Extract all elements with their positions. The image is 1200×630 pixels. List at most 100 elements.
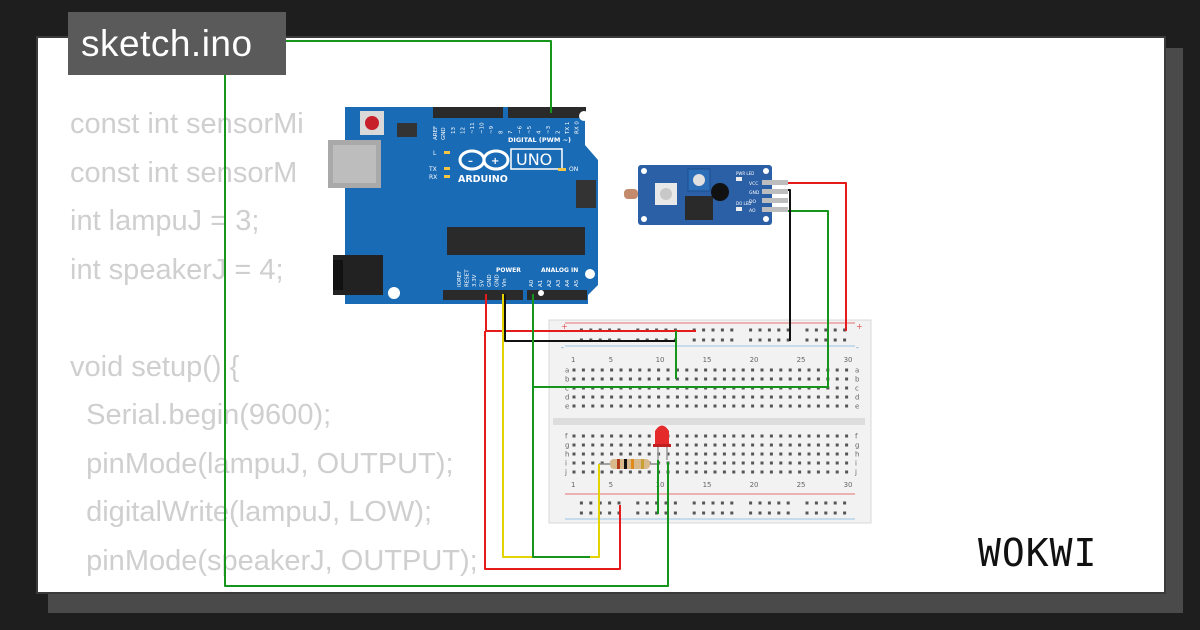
breadboard-hole[interactable] xyxy=(713,452,717,456)
breadboard-hole[interactable] xyxy=(692,338,696,342)
breadboard-hole[interactable] xyxy=(730,338,734,342)
breadboard-hole[interactable] xyxy=(845,368,849,372)
breadboard-hole[interactable] xyxy=(675,470,679,474)
breadboard-hole[interactable] xyxy=(843,328,847,332)
breadboard-hole[interactable] xyxy=(798,443,802,447)
breadboard-hole[interactable] xyxy=(636,511,640,515)
breadboard-hole[interactable] xyxy=(835,395,839,399)
breadboard-hole[interactable] xyxy=(835,443,839,447)
breadboard-hole[interactable] xyxy=(713,377,717,381)
breadboard-hole[interactable] xyxy=(758,501,762,505)
breadboard-hole[interactable] xyxy=(788,443,792,447)
breadboard-hole[interactable] xyxy=(638,434,642,438)
breadboard-hole[interactable] xyxy=(845,470,849,474)
breadboard-hole[interactable] xyxy=(835,386,839,390)
breadboard-hole[interactable] xyxy=(767,511,771,515)
breadboard-hole[interactable] xyxy=(767,328,771,332)
breadboard-hole[interactable] xyxy=(749,501,753,505)
breadboard-hole[interactable] xyxy=(581,368,585,372)
breadboard-hole[interactable] xyxy=(732,461,736,465)
breadboard-hole[interactable] xyxy=(824,511,828,515)
breadboard-hole[interactable] xyxy=(843,338,847,342)
breadboard-hole[interactable] xyxy=(826,404,830,408)
breadboard-hole[interactable] xyxy=(694,452,698,456)
breadboard-hole[interactable] xyxy=(826,470,830,474)
breadboard-hole[interactable] xyxy=(779,470,783,474)
breadboard-hole[interactable] xyxy=(600,395,604,399)
breadboard-hole[interactable] xyxy=(845,461,849,465)
breadboard-hole[interactable] xyxy=(788,395,792,399)
breadboard-hole[interactable] xyxy=(845,395,849,399)
breadboard-hole[interactable] xyxy=(835,434,839,438)
breadboard-hole[interactable] xyxy=(805,328,809,332)
breadboard-hole[interactable] xyxy=(579,511,583,515)
breadboard-hole[interactable] xyxy=(814,338,818,342)
breadboard-hole[interactable] xyxy=(779,452,783,456)
breadboard-hole[interactable] xyxy=(732,377,736,381)
breadboard-hole[interactable] xyxy=(749,338,753,342)
breadboard-hole[interactable] xyxy=(732,368,736,372)
breadboard-hole[interactable] xyxy=(835,470,839,474)
breadboard-hole[interactable] xyxy=(572,452,576,456)
breadboard-hole[interactable] xyxy=(675,452,679,456)
breadboard-hole[interactable] xyxy=(645,511,649,515)
breadboard-hole[interactable] xyxy=(777,328,781,332)
breadboard-hole[interactable] xyxy=(816,377,820,381)
breadboard-hole[interactable] xyxy=(675,434,679,438)
breadboard-hole[interactable] xyxy=(713,461,717,465)
breadboard-hole[interactable] xyxy=(769,434,773,438)
breadboard-hole[interactable] xyxy=(657,404,661,408)
breadboard-hole[interactable] xyxy=(769,470,773,474)
breadboard-hole[interactable] xyxy=(711,501,715,505)
breadboard-hole[interactable] xyxy=(814,511,818,515)
breadboard-hole[interactable] xyxy=(807,434,811,438)
breadboard-hole[interactable] xyxy=(786,338,790,342)
breadboard-hole[interactable] xyxy=(807,452,811,456)
breadboard-hole[interactable] xyxy=(824,328,828,332)
breadboard-hole[interactable] xyxy=(807,404,811,408)
breadboard-hole[interactable] xyxy=(685,443,689,447)
breadboard-hole[interactable] xyxy=(692,511,696,515)
breadboard-hole[interactable] xyxy=(685,377,689,381)
breadboard-hole[interactable] xyxy=(685,470,689,474)
breadboard-hole[interactable] xyxy=(610,443,614,447)
breadboard-hole[interactable] xyxy=(702,328,706,332)
breadboard-hole[interactable] xyxy=(805,511,809,515)
breadboard-hole[interactable] xyxy=(685,368,689,372)
breadboard-hole[interactable] xyxy=(610,470,614,474)
breadboard-hole[interactable] xyxy=(779,368,783,372)
breadboard-hole[interactable] xyxy=(628,368,632,372)
breadboard-hole[interactable] xyxy=(720,328,724,332)
breadboard-hole[interactable] xyxy=(694,404,698,408)
breadboard-hole[interactable] xyxy=(788,470,792,474)
breadboard-hole[interactable] xyxy=(722,461,726,465)
breadboard-hole[interactable] xyxy=(600,470,604,474)
breadboard-hole[interactable] xyxy=(833,511,837,515)
breadboard-hole[interactable] xyxy=(760,434,764,438)
breadboard-hole[interactable] xyxy=(645,501,649,505)
breadboard-hole[interactable] xyxy=(638,443,642,447)
sensor-pin[interactable] xyxy=(762,189,788,194)
breadboard-hole[interactable] xyxy=(798,395,802,399)
breadboard-hole[interactable] xyxy=(814,328,818,332)
breadboard-hole[interactable] xyxy=(572,461,576,465)
breadboard-hole[interactable] xyxy=(760,395,764,399)
breadboard-hole[interactable] xyxy=(779,404,783,408)
breadboard-hole[interactable] xyxy=(751,434,755,438)
breadboard-hole[interactable] xyxy=(798,470,802,474)
breadboard-hole[interactable] xyxy=(666,377,670,381)
breadboard-hole[interactable] xyxy=(741,404,745,408)
breadboard-hole[interactable] xyxy=(619,434,623,438)
breadboard-hole[interactable] xyxy=(608,501,612,505)
breadboard-hole[interactable] xyxy=(732,452,736,456)
breadboard-hole[interactable] xyxy=(751,395,755,399)
breadboard-hole[interactable] xyxy=(608,511,612,515)
breadboard-hole[interactable] xyxy=(675,395,679,399)
breadboard-hole[interactable] xyxy=(835,368,839,372)
breadboard-hole[interactable] xyxy=(769,395,773,399)
breadboard-hole[interactable] xyxy=(598,501,602,505)
breadboard-hole[interactable] xyxy=(581,434,585,438)
breadboard-hole[interactable] xyxy=(685,434,689,438)
breadboard-hole[interactable] xyxy=(610,395,614,399)
breadboard-hole[interactable] xyxy=(657,368,661,372)
